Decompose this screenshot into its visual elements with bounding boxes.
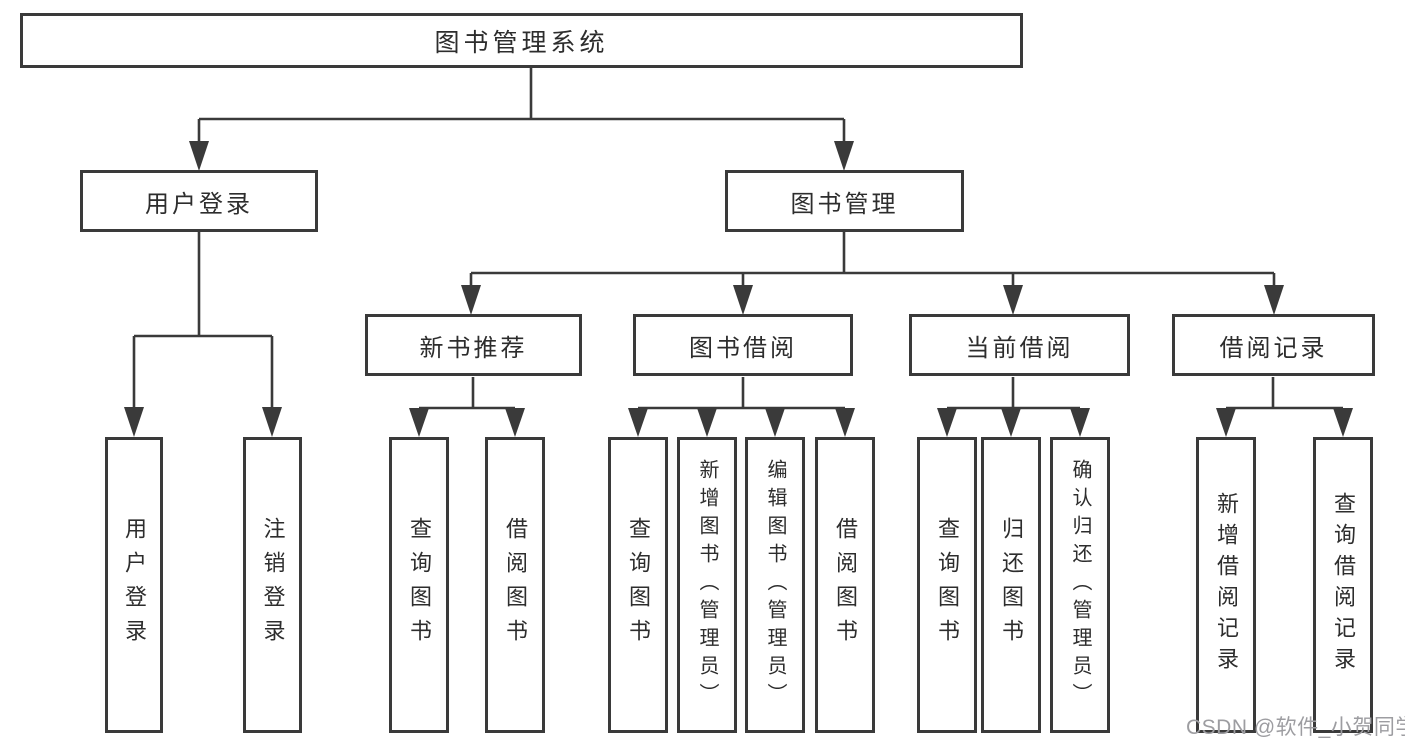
arrowhead-icon — [1333, 408, 1353, 437]
connector-root-to-level2 — [189, 68, 854, 171]
leaf-label: 查询借阅记录 — [1331, 492, 1356, 678]
leaf-label: 查询图书 — [935, 517, 960, 653]
node-label: 新书推荐 — [419, 334, 528, 362]
node-book-borrow: 图书借阅 — [633, 314, 853, 376]
arrowhead-icon — [834, 141, 854, 171]
arrowhead-icon — [1264, 285, 1284, 315]
leaf-edit-books-admin: 编辑图书（管理员） — [745, 437, 805, 733]
arrowhead-icon — [124, 407, 144, 437]
leaf-query-books-current: 查询图书 — [917, 437, 977, 733]
arrowhead-icon — [189, 141, 209, 171]
leaf-query-books-recommend: 查询图书 — [389, 437, 449, 733]
leaf-query-borrow-record: 查询借阅记录 — [1313, 437, 1373, 733]
leaf-add-borrow-record: 新增借阅记录 — [1196, 437, 1256, 733]
arrowhead-icon — [733, 285, 753, 315]
leaf-label: 借阅图书 — [503, 517, 528, 653]
node-root-system: 图书管理系统 — [20, 13, 1023, 68]
connector-current-borrow-to-leaves — [937, 377, 1090, 437]
node-label: 图书借阅 — [689, 334, 797, 362]
leaf-logout: 注销登录 — [243, 437, 302, 733]
node-label: 用户登录 — [145, 190, 253, 218]
leaf-label: 借阅图书 — [833, 517, 858, 653]
leaf-user-login: 用户登录 — [105, 437, 163, 733]
leaf-borrow-books-recommend: 借阅图书 — [485, 437, 545, 733]
node-current-borrow: 当前借阅 — [909, 314, 1130, 376]
leaf-add-books-admin: 新增图书（管理员） — [677, 437, 737, 733]
connector-book-mgmt-to-level3 — [461, 232, 1284, 315]
connector-borrow-records-to-leaves — [1216, 377, 1353, 437]
node-new-book-recommend: 新书推荐 — [365, 314, 582, 376]
leaf-borrow-books: 借阅图书 — [815, 437, 875, 733]
leaf-label: 注销登录 — [260, 517, 286, 653]
arrowhead-icon — [1001, 408, 1021, 437]
connector-book-borrow-to-leaves — [628, 377, 855, 437]
arrowhead-icon — [1216, 408, 1236, 437]
leaf-label: 用户登录 — [122, 517, 147, 653]
leaf-label: 确认归还（管理员） — [1069, 459, 1091, 711]
leaf-return-books: 归还图书 — [981, 437, 1041, 733]
arrowhead-icon — [1003, 285, 1023, 315]
leaf-query-books-borrow: 查询图书 — [608, 437, 668, 733]
leaf-label: 新增借阅记录 — [1214, 492, 1239, 678]
node-label: 当前借阅 — [965, 334, 1074, 362]
arrowhead-icon — [505, 408, 525, 437]
connector-new-book-to-leaves — [409, 377, 525, 437]
arrowhead-icon — [697, 408, 717, 437]
csdn-watermark: CSDN @软件_小贺同学 — [1186, 716, 1405, 739]
arrowhead-icon — [409, 408, 429, 437]
leaf-label: 归还图书 — [999, 517, 1024, 653]
arrowhead-icon — [628, 408, 648, 437]
node-book-management: 图书管理 — [725, 170, 964, 232]
node-user-login: 用户登录 — [80, 170, 318, 232]
arrowhead-icon — [1070, 408, 1090, 437]
arrowhead-icon — [461, 285, 481, 315]
leaf-label: 查询图书 — [407, 517, 432, 653]
node-borrow-records: 借阅记录 — [1172, 314, 1375, 376]
node-label: 图书管理 — [790, 190, 899, 218]
arrowhead-icon — [765, 408, 785, 437]
arrowhead-icon — [262, 407, 282, 437]
leaf-label: 新增图书（管理员） — [696, 459, 718, 711]
arrowhead-icon — [937, 408, 957, 437]
arrowhead-icon — [835, 408, 855, 437]
node-label: 借阅记录 — [1219, 334, 1328, 362]
node-label: 图书管理系统 — [434, 28, 609, 57]
connector-user-login-to-leaves — [124, 232, 282, 437]
leaf-label: 编辑图书（管理员） — [764, 459, 786, 711]
leaf-confirm-return-admin: 确认归还（管理员） — [1050, 437, 1110, 733]
leaf-label: 查询图书 — [626, 517, 651, 653]
